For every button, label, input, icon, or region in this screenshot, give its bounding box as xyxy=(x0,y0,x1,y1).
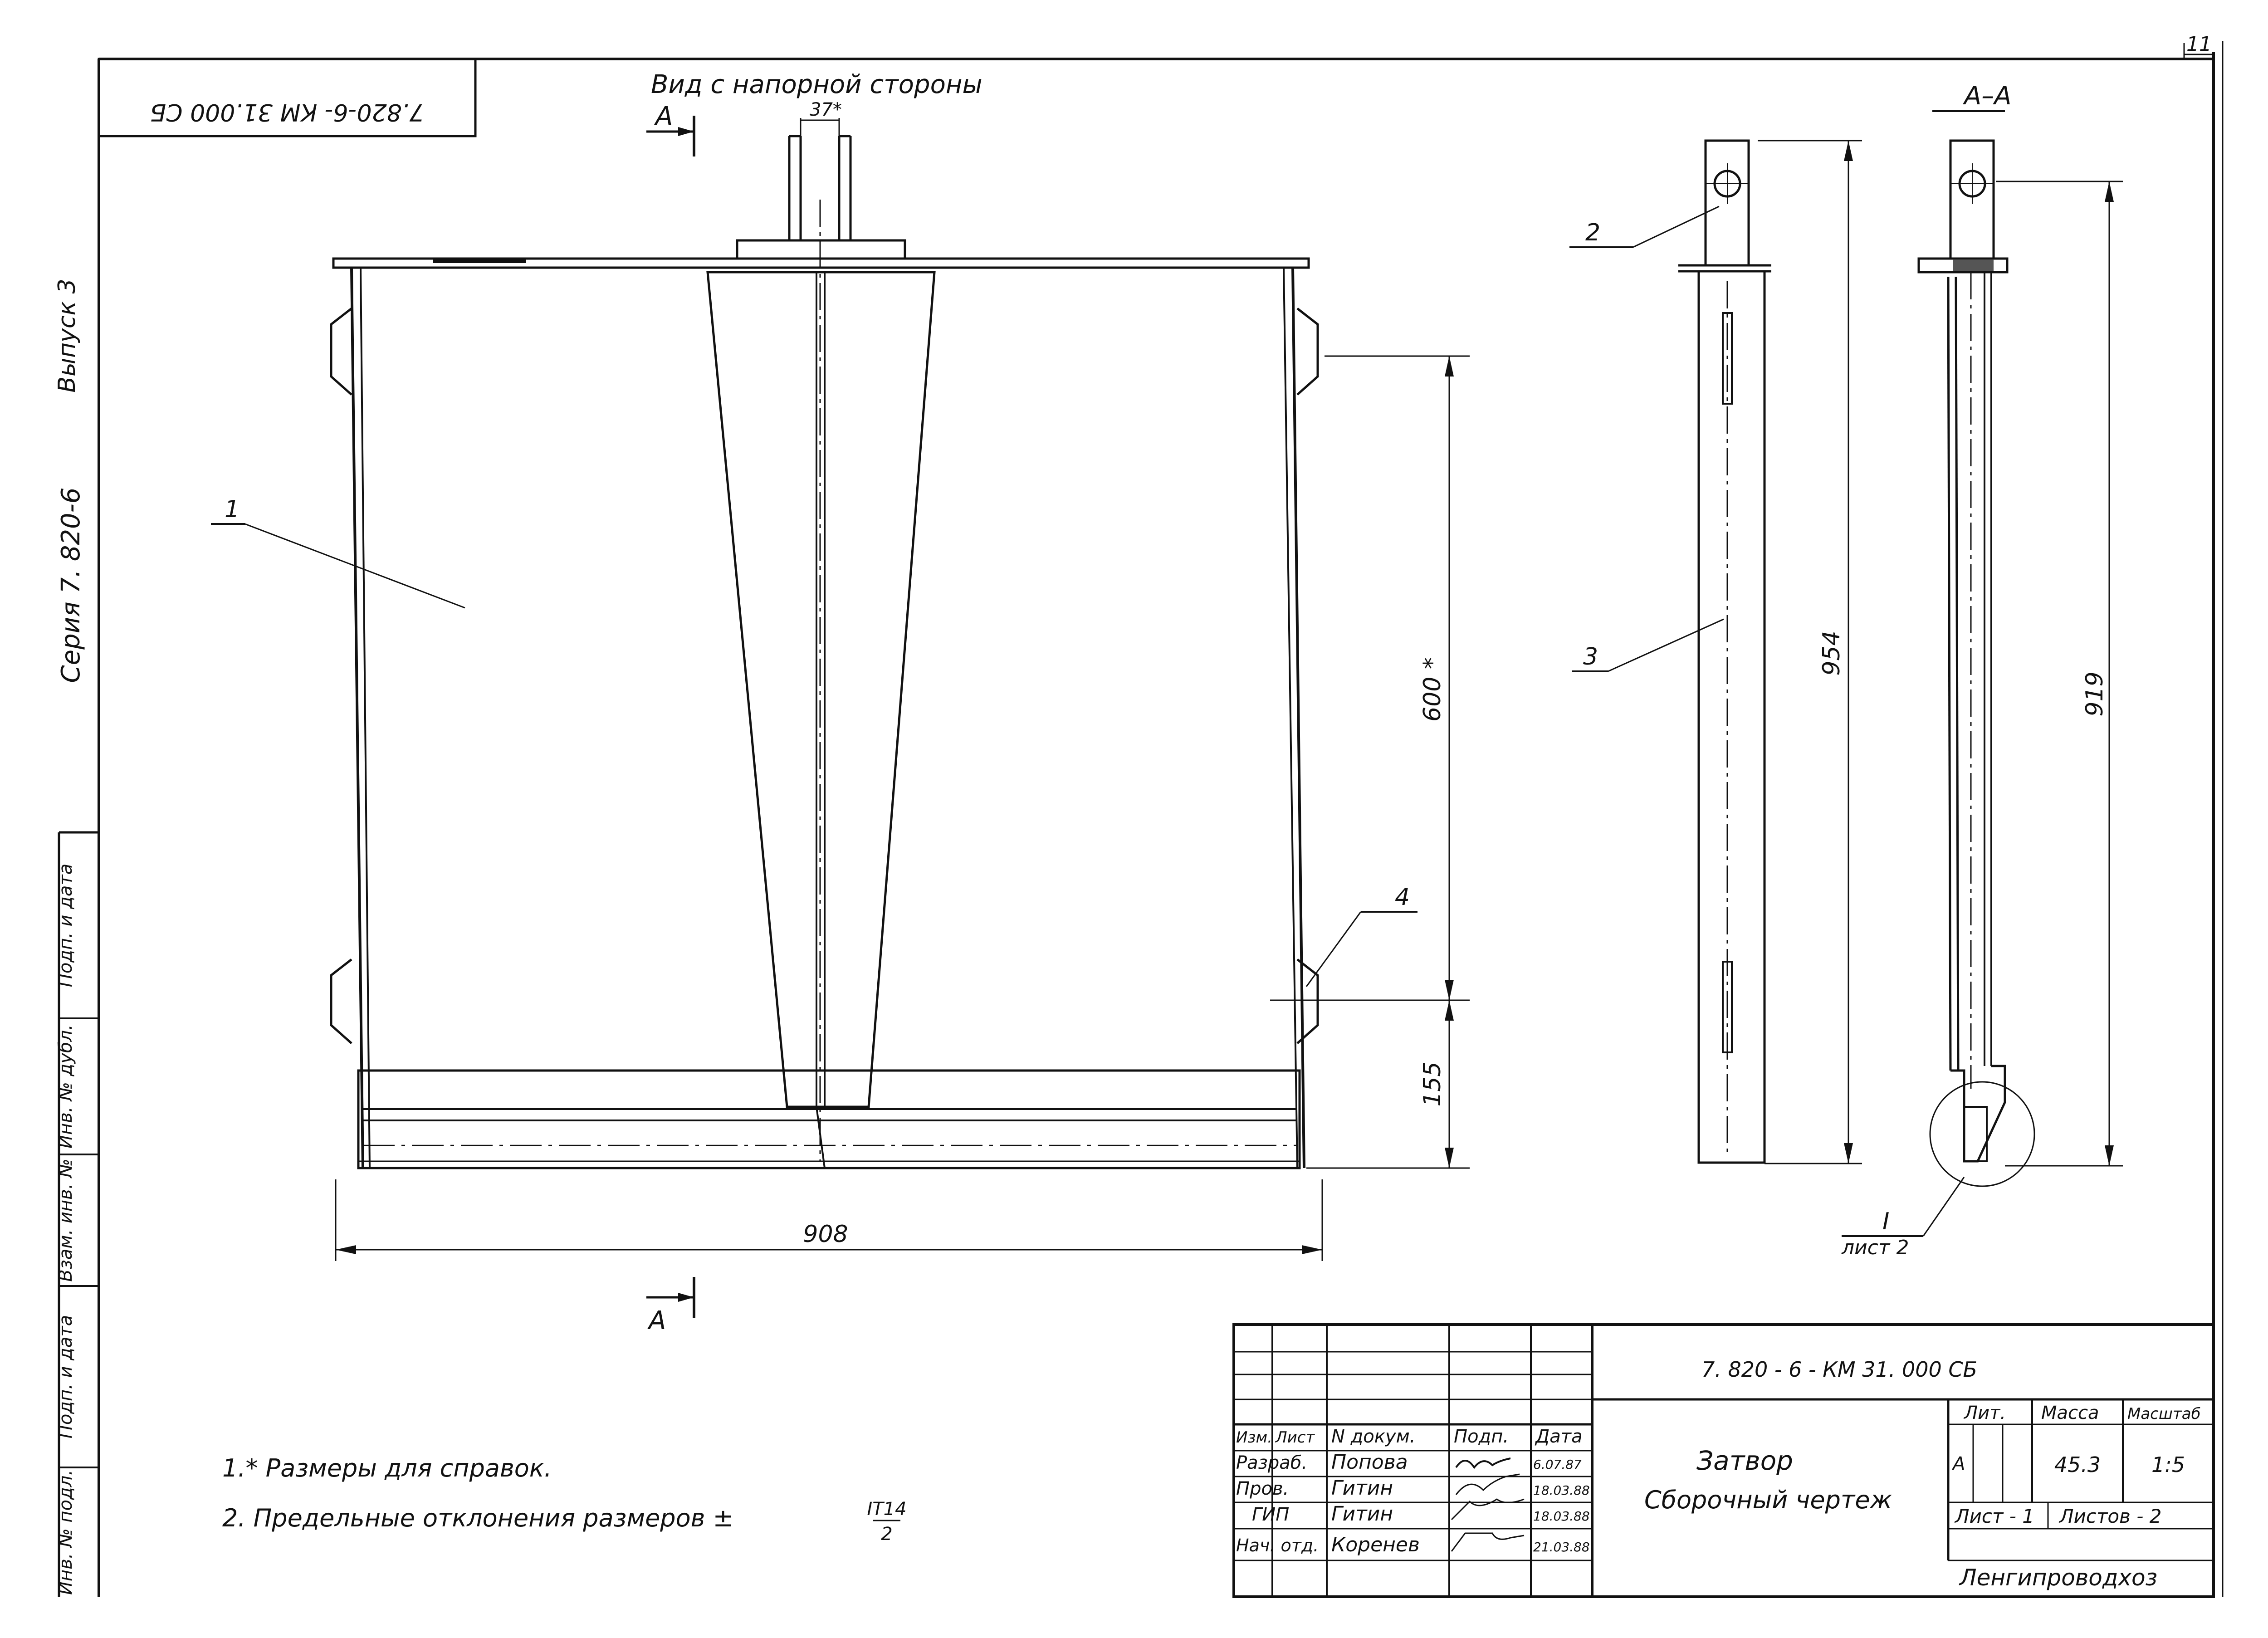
dimension-908 xyxy=(335,1179,1323,1261)
callout-4: 4 xyxy=(1395,884,1410,911)
tb-header-list: Лист xyxy=(1275,1428,1315,1447)
tb-header-date: Дата xyxy=(1535,1426,1583,1447)
dimension-919-label: 919 xyxy=(2081,671,2108,716)
callout-4-leader xyxy=(1305,911,1418,987)
stem-gap-dimension: 37* xyxy=(810,99,842,120)
dimension-908-label: 908 xyxy=(803,1221,848,1248)
side-view xyxy=(1678,139,1862,1164)
rotated-stamp: 7.820-6- КМ 31.000 СБ xyxy=(98,58,477,137)
tb-row-4-role: Нач. отд. xyxy=(1236,1535,1319,1555)
section-marker-top-letter: А xyxy=(654,102,673,131)
tb-scale-value: 1:5 xyxy=(2151,1452,2185,1477)
tb-product-title: Затвор xyxy=(1696,1445,1793,1476)
tb-row-1-date: 6.07.87 xyxy=(1533,1457,1582,1472)
callout-3: 3 xyxy=(1583,643,1598,670)
tb-row-2-name: Гитин xyxy=(1331,1477,1393,1500)
title-block xyxy=(1232,1323,2215,1598)
tb-row-3-date: 18.03.88 xyxy=(1533,1509,1590,1524)
tolerance-denominator: 2 xyxy=(881,1524,892,1545)
tb-header-sign: Подп. xyxy=(1454,1426,1509,1447)
side-signature-table xyxy=(58,831,100,1597)
gate-panel xyxy=(350,267,1305,1169)
sheet-number: 11 xyxy=(2186,33,2212,56)
callout-1: 1 xyxy=(225,496,240,523)
tb-header-izm: Изм. xyxy=(1236,1428,1272,1447)
section-marker-bottom-letter: А xyxy=(647,1306,666,1335)
view-title: Вид с напорной стороны xyxy=(651,70,982,99)
dimension-600-155 xyxy=(1270,355,1470,1169)
tb-sheets-label: Листов - 2 xyxy=(2058,1505,2161,1527)
dimension-600-label: 600 * xyxy=(1419,657,1446,722)
tb-row-3-role: ГИП xyxy=(1252,1504,1289,1525)
section-marker-bottom xyxy=(646,1277,695,1318)
tb-row-3-name: Гитин xyxy=(1331,1502,1393,1526)
tb-lit-header: Лит. xyxy=(1963,1403,2006,1423)
callout-2: 2 xyxy=(1585,219,1600,246)
section-title: А–А xyxy=(1963,81,2012,111)
tb-row-2-date: 18.03.88 xyxy=(1533,1483,1590,1498)
tb-lit-value: А xyxy=(1951,1453,1965,1474)
section-view xyxy=(1917,139,2123,1187)
tb-scale-header: Масштаб xyxy=(2127,1405,2201,1423)
tb-doc-code: 7. 820 - 6 - КМ 31. 000 СБ xyxy=(1701,1357,1977,1382)
tolerance-numerator: IT14 xyxy=(867,1499,906,1520)
side-table-podp-data-2: Подп. и дата xyxy=(55,864,76,987)
side-table-vzam-inv: Взам. инв. № xyxy=(55,1159,76,1282)
detail-callout-leader xyxy=(1842,1177,1965,1237)
tb-mass-header: Масса xyxy=(2041,1403,2099,1423)
side-table-inv-dubl: Инв. № дубл. xyxy=(55,1024,76,1149)
signatures xyxy=(1451,1457,1525,1552)
dimension-954-label: 954 xyxy=(1818,631,1845,675)
series-label: Серия 7. 820-6 xyxy=(56,488,86,683)
callout-2-leader xyxy=(1569,205,1720,248)
tb-row-1-name: Попова xyxy=(1331,1451,1408,1474)
tb-mass-value: 45.3 xyxy=(2054,1452,2101,1477)
note-2: 2. Предельные отклонения размеров ± xyxy=(222,1504,733,1532)
dimension-155-label: 155 xyxy=(1419,1061,1446,1106)
tb-row-2-role: Пров. xyxy=(1236,1478,1289,1499)
tb-row-4-date: 21.03.88 xyxy=(1533,1540,1590,1555)
callout-3-leader xyxy=(1572,618,1724,672)
tb-row-4-name: Коренев xyxy=(1331,1533,1420,1556)
side-table-podp-data-1: Подп. и дата xyxy=(55,1315,76,1438)
tapered-stiffener xyxy=(706,271,936,1169)
gate-stem xyxy=(736,118,906,1161)
tb-organization: Ленгипроводхоз xyxy=(1959,1565,2157,1591)
tb-header-doc: N докум. xyxy=(1331,1426,1416,1447)
tb-product-subtitle: Сборочный чертеж xyxy=(1644,1486,1892,1514)
detail-ref: I xyxy=(1882,1208,1889,1235)
note-1: 1.* Размеры для справок. xyxy=(222,1454,552,1482)
top-plate xyxy=(332,257,1310,269)
rotated-stamp-code: 7.820-6- КМ 31.000 СБ xyxy=(150,98,425,126)
tb-sheet-label: Лист - 1 xyxy=(1954,1505,2034,1527)
tb-row-1-role: Разраб. xyxy=(1236,1452,1307,1473)
issue-label: Выпуск 3 xyxy=(54,279,81,392)
detail-sheet: лист 2 xyxy=(1841,1236,1909,1259)
callout-1-leader xyxy=(211,523,465,609)
section-marker-top xyxy=(646,116,695,156)
side-table-inv-podl: Инв. № подл. xyxy=(55,1470,76,1595)
